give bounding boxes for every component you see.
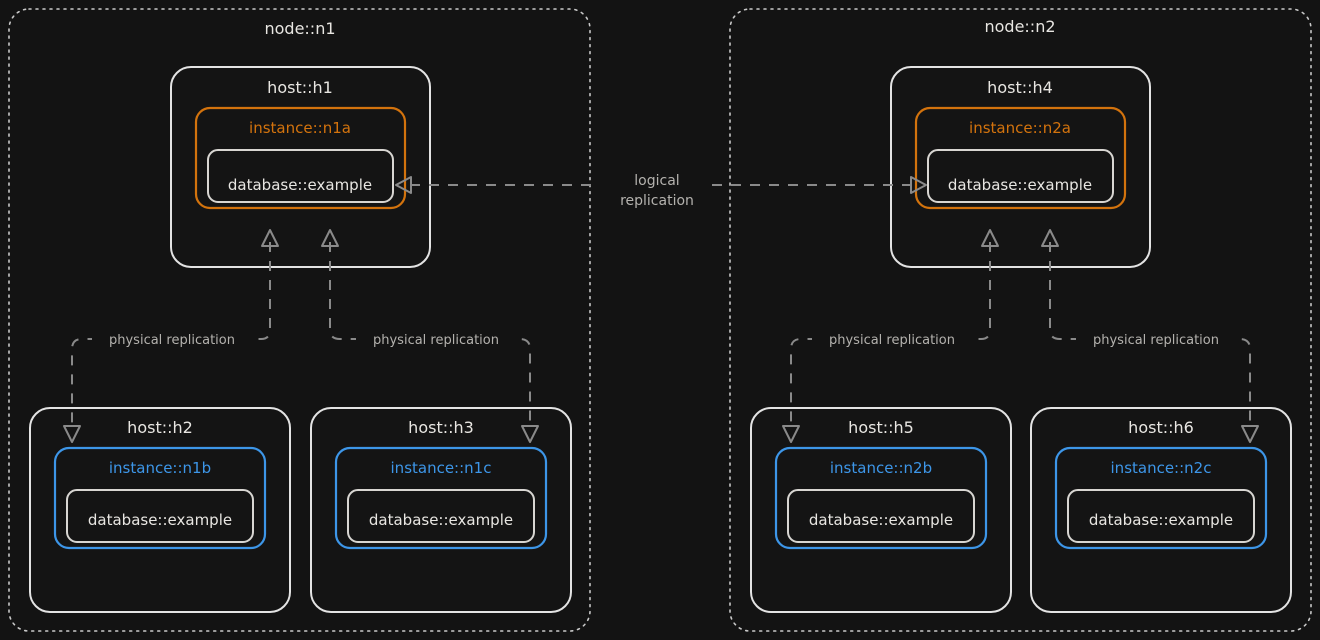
arrowhead-logical-into-n2a xyxy=(910,176,927,194)
database-box-n2b[interactable] xyxy=(787,489,975,543)
database-box-n2a[interactable] xyxy=(927,149,1114,203)
host-label-h5: host::h5 xyxy=(848,418,914,437)
arrowhead-physical-h4-h5-up xyxy=(981,229,999,247)
host-box-h2[interactable] xyxy=(29,407,291,613)
arrowhead-logical-into-n1a xyxy=(395,176,412,194)
label-backdrop-h1-h3 xyxy=(356,328,516,350)
database-label-n2b: database::example xyxy=(809,511,953,529)
node-boundary-n2 xyxy=(729,8,1312,632)
database-box-n2c[interactable] xyxy=(1067,489,1255,543)
edge-label-physical-h4-h5: physical replication xyxy=(829,333,955,348)
database-label-n2a: database::example xyxy=(948,176,1092,194)
arrowhead-physical-h1-h3-up xyxy=(321,229,339,247)
label-backdrop-h4-h5 xyxy=(812,328,972,350)
node-boundary-n1 xyxy=(8,8,591,632)
label-backdrop-h4-h6 xyxy=(1076,328,1236,350)
instance-label-n1c: instance::n1c xyxy=(391,459,492,477)
host-box-h1[interactable] xyxy=(170,66,431,268)
host-label-h4: host::h4 xyxy=(987,78,1053,97)
host-box-h3[interactable] xyxy=(310,407,572,613)
instance-label-n1a: instance::n1a xyxy=(249,119,351,137)
host-box-h6[interactable] xyxy=(1030,407,1292,613)
instance-box-n2a[interactable] xyxy=(914,106,1127,210)
instance-box-n1a[interactable] xyxy=(194,106,407,210)
host-box-h5[interactable] xyxy=(750,407,1012,613)
database-box-n1c[interactable] xyxy=(347,489,535,543)
instance-box-n1b[interactable] xyxy=(53,446,267,550)
instance-box-n1c[interactable] xyxy=(334,446,548,550)
host-box-h4[interactable] xyxy=(890,66,1151,268)
node-label-n1: node::n1 xyxy=(264,19,335,38)
edge-label-physical-h4-h6: physical replication xyxy=(1093,333,1219,348)
instance-label-n2c: instance::n2c xyxy=(1111,459,1212,477)
host-label-h6: host::h6 xyxy=(1128,418,1194,437)
instance-label-n1b: instance::n1b xyxy=(109,459,211,477)
host-label-h3: host::h3 xyxy=(408,418,474,437)
arrowhead-physical-h1-h2-down xyxy=(63,425,81,443)
database-box-n1b[interactable] xyxy=(66,489,254,543)
instance-box-n2b[interactable] xyxy=(774,446,988,550)
instance-label-n2b: instance::n2b xyxy=(830,459,932,477)
database-label-n1b: database::example xyxy=(88,511,232,529)
edge-label-physical-h1-h2: physical replication xyxy=(109,333,235,348)
label-backdrop-h1-h2 xyxy=(92,328,252,350)
arrowhead-physical-h4-h6-down xyxy=(1241,425,1259,443)
database-label-n1c: database::example xyxy=(369,511,513,529)
database-label-n2c: database::example xyxy=(1089,511,1233,529)
arrowhead-physical-h4-h5-down xyxy=(782,425,800,443)
instance-box-n2c[interactable] xyxy=(1054,446,1268,550)
node-label-n2: node::n2 xyxy=(984,17,1055,36)
edge-label-logical-replication-line2: replication xyxy=(620,193,694,209)
edge-label-logical-replication-line1: logical xyxy=(634,173,679,189)
arrowhead-physical-h4-h6-up xyxy=(1041,229,1059,247)
arrowhead-physical-h1-h2-up xyxy=(261,229,279,247)
edge-label-physical-h1-h3: physical replication xyxy=(373,333,499,348)
database-box-n1a[interactable] xyxy=(207,149,394,203)
instance-label-n2a: instance::n2a xyxy=(969,119,1071,137)
host-label-h1: host::h1 xyxy=(267,78,333,97)
database-label-n1a: database::example xyxy=(228,176,372,194)
arrowhead-physical-h1-h3-down xyxy=(521,425,539,443)
host-label-h2: host::h2 xyxy=(127,418,193,437)
